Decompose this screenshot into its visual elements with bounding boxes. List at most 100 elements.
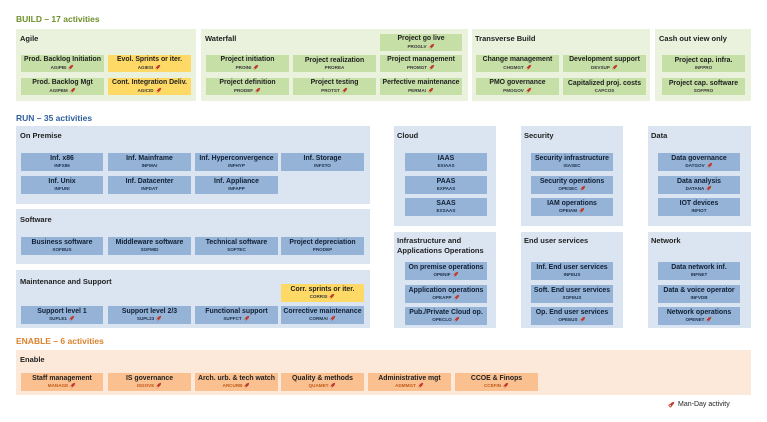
transverse-title: Transverse Build [475, 34, 536, 43]
activity-code-row: INFEUS [564, 272, 581, 277]
activity-label: Inf. x86 [50, 155, 74, 163]
activity-code: PROREA [324, 64, 345, 70]
activity-code-row: CHGMGT [503, 64, 532, 71]
activity-label: IOT devices [679, 200, 719, 208]
activity-label: Change management [482, 56, 553, 64]
activity-code-row: AGIPBI [51, 64, 75, 71]
activity-label: Cont. Integration Deliv. [112, 79, 187, 87]
cloud-title: Cloud [397, 131, 419, 140]
legend: Man-Day activity [668, 401, 730, 408]
activity-code-row: PROGLV [407, 43, 434, 50]
activity-code: OPESEC [558, 186, 578, 192]
activity-label: Inf. Mainframe [126, 155, 173, 163]
activity-label: Project management [387, 56, 455, 64]
data-title: Data [651, 131, 668, 140]
rocket-icon [68, 64, 74, 71]
rocket-icon [706, 186, 712, 192]
activity-code-row: PROREA [325, 65, 345, 70]
activity-code-row: PROMGT [407, 64, 435, 71]
activity-code-row: INFHYP [228, 163, 245, 168]
activity-label: Inf. Unix [48, 178, 76, 186]
activity-code-row: ADMMGT [395, 382, 424, 389]
rocket-icon [453, 317, 460, 323]
activity-code: OPECLO [432, 317, 452, 323]
rocket-icon [525, 87, 532, 94]
activity-code: INFMAI [141, 163, 158, 169]
activity-label: Data analysis [676, 177, 722, 185]
activity-label: Project cap. infra. [674, 56, 733, 64]
rocket-icon [502, 383, 509, 389]
activity-code-row: EXIAAS [437, 163, 454, 168]
activity-code-row: INFX86 [54, 163, 70, 168]
activity-label: Technical software [205, 239, 268, 247]
activity-code: INFVDB [690, 295, 708, 301]
maintenance-title: Maintenance and Support [20, 277, 112, 286]
activity-code-row: OPESEC [558, 185, 585, 192]
rocket-icon [69, 383, 76, 389]
activity-code: SOFEUS [562, 295, 582, 301]
activity-infnet: Data network inf.INFNET [658, 262, 740, 280]
activity-code: INFHYP [228, 163, 245, 169]
activity-label: PAAS [436, 178, 456, 186]
activity-label: Inf. Hyperconvergence [199, 155, 274, 163]
activity-code: PROGLV [407, 43, 427, 49]
rocket-icon [668, 401, 675, 408]
activity-label: Administrative mgt [378, 374, 441, 382]
activity-label: Inf. End user services [536, 264, 608, 272]
activity-code-row: DATGOV [685, 162, 712, 169]
activity-code-row: INFNET [691, 272, 708, 277]
activity-code: INFPRO [694, 64, 713, 70]
activity-label: CCOE & Finops [470, 374, 523, 382]
activity-label: Project depreciation [289, 239, 356, 247]
rocket-icon [69, 87, 75, 94]
activity-label: Project realization [304, 56, 365, 64]
activity-code: PERMAI [408, 87, 426, 93]
activity-code: ADMMGT [395, 383, 416, 389]
cashout-title: Cash out view only [659, 34, 727, 43]
activity-code: OPEAPP [432, 295, 452, 301]
activity-code-row: INFSTO [314, 163, 331, 168]
activity-label: Project definition [219, 79, 276, 87]
activity-code-row: INFVDB [690, 295, 707, 300]
activity-code-row: CORMAI [309, 315, 336, 322]
activity-code: AGICID [137, 87, 154, 93]
activity-label: IAAS [437, 155, 455, 163]
activity-label: SAAS [436, 200, 456, 208]
enable-section-title: ENABLE – 6 activities [16, 336, 104, 346]
activity-code-row: SOFTEC [227, 247, 246, 252]
rocket-icon [706, 163, 712, 169]
activity-label: Functional support [205, 307, 268, 315]
rocket-icon [155, 316, 162, 322]
activity-code-row: DEVSUP [591, 64, 618, 71]
enduser-title: End user services [524, 236, 589, 245]
software-title: Software [20, 215, 52, 224]
activity-code-row: INFIOT [691, 208, 706, 213]
activity-label: Business software [31, 239, 93, 247]
activity-code: PROMGT [406, 64, 428, 70]
activity-code-row: PRODEF [234, 87, 261, 94]
activity-code: PRODEP [312, 247, 333, 253]
